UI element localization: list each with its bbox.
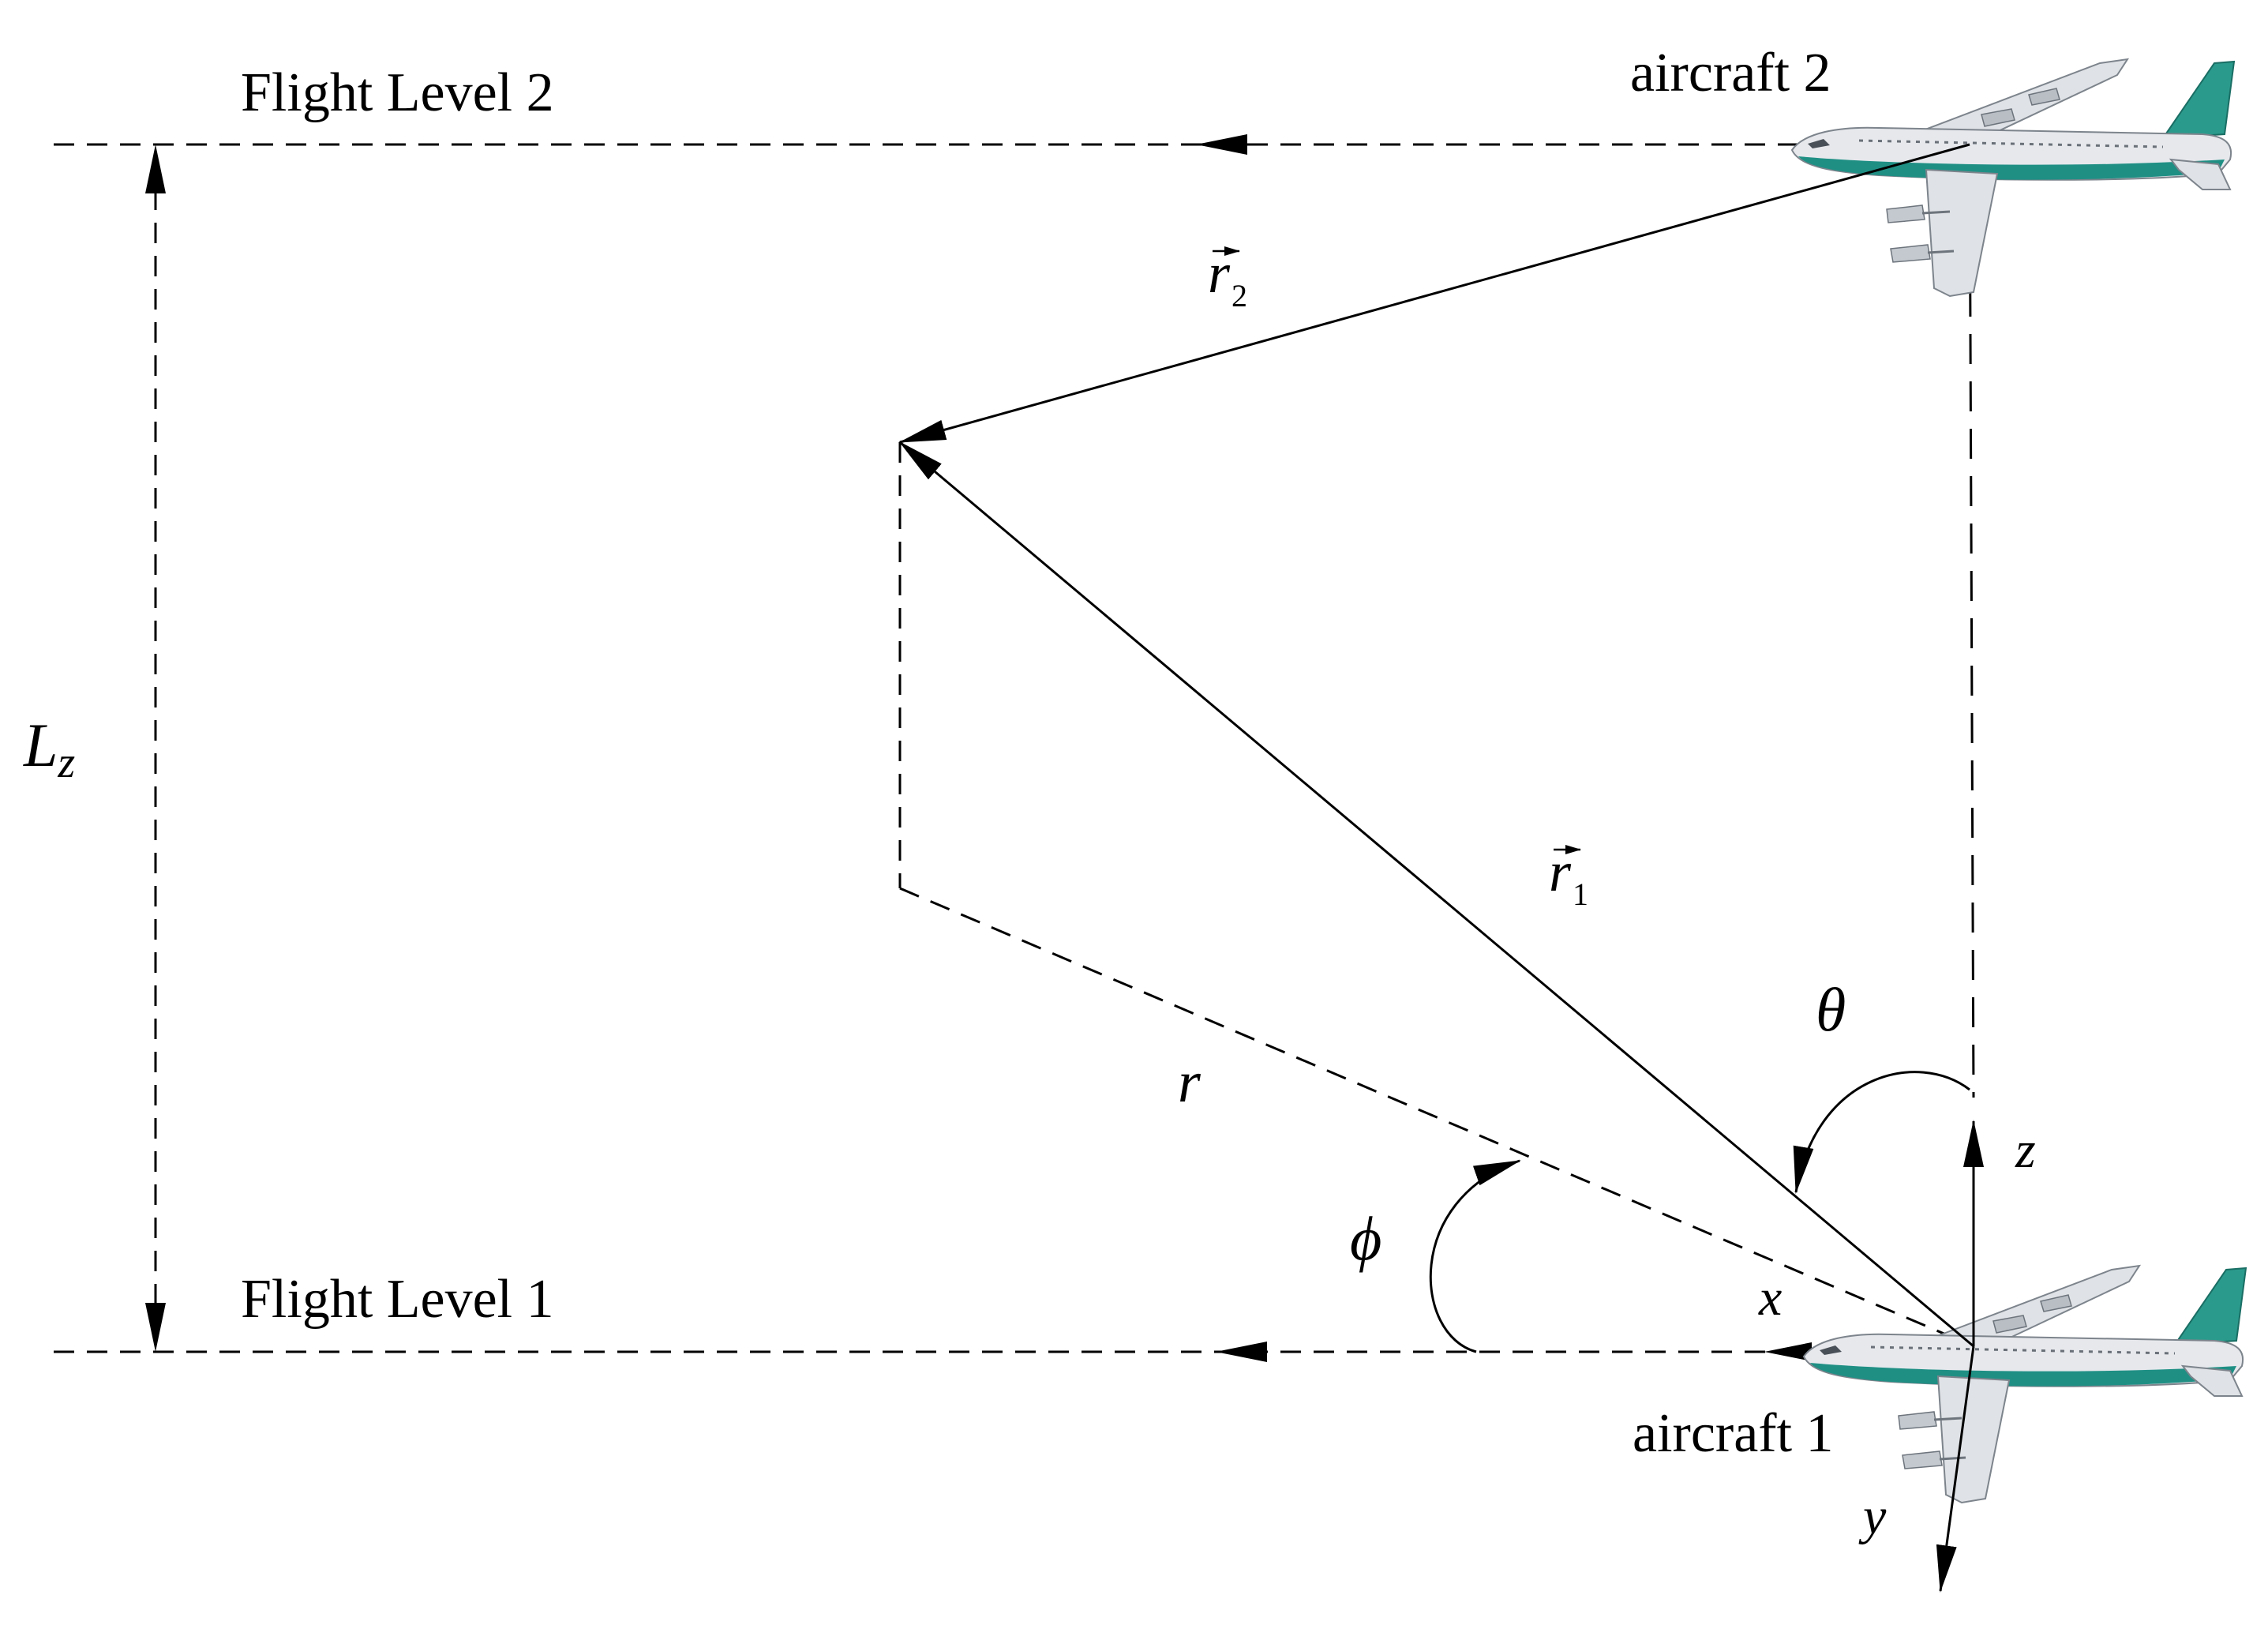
aircraft-1-label: aircraft 1: [1633, 1403, 1834, 1464]
aircraft-2-label: aircraft 2: [1630, 43, 1831, 103]
x-axis-label: x: [1758, 1269, 1782, 1327]
r-label: r: [1178, 1050, 1201, 1115]
lz-label-subscript: z: [57, 738, 75, 787]
phi-angle-arc: [1429, 1159, 1521, 1353]
vector-r1-label: r 1: [1549, 840, 1588, 912]
lz-arrow-head-top: [145, 144, 166, 193]
z-axis-label: z: [2015, 1121, 2036, 1179]
flight-level-2-label: Flight Level 2: [241, 62, 554, 123]
r1-label-subscript: 1: [1573, 876, 1588, 912]
aircraft-1-heading-arrow: [1764, 1342, 1812, 1361]
flight-level-1-direction-arrow: [1216, 1342, 1267, 1362]
theta-angle-arc: [1793, 1071, 1970, 1194]
lz-label: Lz: [23, 711, 75, 787]
vector-r1-arrow: [898, 441, 1974, 1348]
aircraft-2-icon: [1790, 58, 2236, 298]
vector-r2-arrow: [898, 143, 1970, 444]
aircraft-1-icon: [1802, 1264, 2247, 1504]
y-axis-label: y: [1858, 1488, 1887, 1545]
phi-label: ϕ: [1350, 1204, 1381, 1273]
r2-label-subscript: 2: [1231, 278, 1247, 313]
theta-label: θ: [1816, 975, 1846, 1044]
vertical-reference-line: [1968, 144, 1975, 1098]
r-projection-line: [899, 887, 1974, 1348]
vector-r2-label: r 2: [1208, 242, 1247, 313]
flight-level-2-direction-arrow: [1196, 134, 1247, 155]
lz-label-main: L: [23, 711, 58, 779]
flight-level-1-label: Flight Level 1: [241, 1269, 554, 1330]
y-axis-arrow: [1936, 1345, 1975, 1593]
lz-arrow-head-bottom: [145, 1303, 166, 1352]
